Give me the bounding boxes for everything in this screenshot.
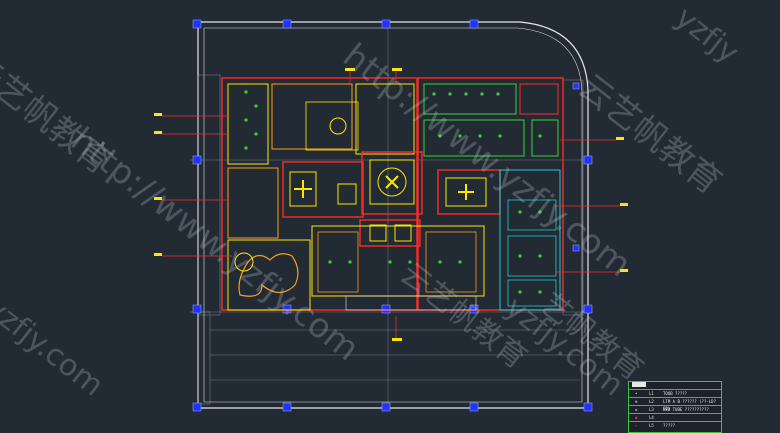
light-fixtures — [244, 90, 542, 294]
legend-desc: ????? — [663, 423, 676, 428]
legend-desc: LED TUBE ?????????? — [663, 407, 709, 412]
floor-plan — [221, 77, 564, 311]
annotation-leaders — [162, 72, 620, 338]
legend-code: L3 — [649, 407, 654, 412]
annotation-tags — [154, 68, 628, 341]
cross-fixtures — [294, 175, 474, 200]
legend-symbol-icon: ● — [635, 415, 638, 420]
legend-symbol-icon: ◦ — [635, 423, 638, 428]
plaza-lines — [210, 329, 580, 381]
legend-symbol-icon: ⊕ — [635, 399, 638, 404]
legend-desc: LTM A B ?????? (??-LD?00) — [663, 399, 716, 411]
legend-symbol-icon: • — [635, 391, 638, 396]
legend-code: L5 — [649, 423, 654, 428]
building-outline — [197, 21, 589, 409]
legend-symbol-icon: ✚ — [635, 407, 638, 412]
legend-desc: TOOB ????? — [663, 391, 688, 396]
legend-code: L4 — [649, 415, 654, 420]
legend-row: ⊕ L2 LTM A B ?????? (??-LD?00) — [629, 397, 721, 411]
legend-row: ◦ L5 ????? — [629, 421, 721, 429]
structural-columns — [192, 19, 593, 412]
legend-code: L2 — [649, 399, 654, 404]
grid-lines — [190, 22, 590, 408]
legend-title-block — [632, 382, 646, 387]
legend-table: • L1 TOOB ????? ⊕ L2 LTM A B ?????? (??-… — [628, 381, 722, 433]
legend-row: ✚ L3 LED TUBE ?????????? — [629, 405, 721, 413]
legend-row: ● L4 — [629, 413, 721, 421]
legend-code: L1 — [649, 391, 654, 396]
legend-row: • L1 TOOB ????? — [629, 389, 721, 397]
